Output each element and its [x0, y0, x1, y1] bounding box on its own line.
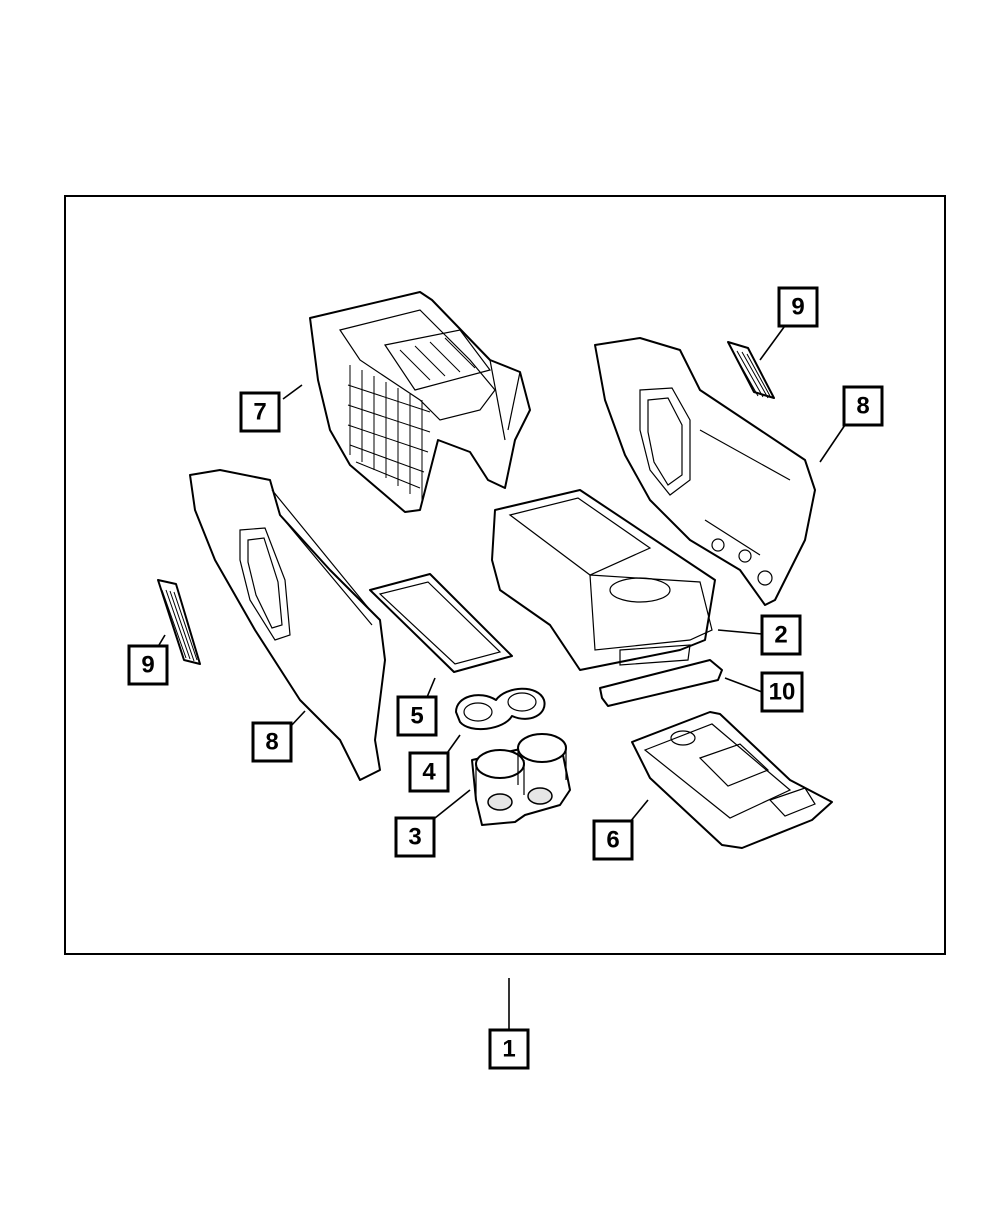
leader-6: [629, 799, 649, 823]
part-6-lower-tray: [631, 711, 833, 849]
leader-2: [717, 629, 763, 635]
part-5-tray: [369, 573, 513, 673]
callout-7: 7: [239, 391, 281, 433]
leader-8a: [819, 421, 848, 463]
svg-text:9: 9: [791, 294, 804, 321]
svg-text:2: 2: [774, 622, 787, 649]
part-2-storage-bin: [491, 489, 716, 671]
part-9-left-grille: [157, 579, 201, 665]
part-10-trim-strip: [599, 659, 723, 707]
part-8-left-side-panel: [189, 469, 386, 781]
leader-9a: [759, 322, 788, 361]
part-8-right-side-panel: [594, 337, 816, 606]
svg-text:1: 1: [502, 1036, 515, 1063]
callout-10: 10: [760, 671, 804, 713]
svg-text:9: 9: [141, 652, 154, 679]
callout-2: 2: [760, 614, 802, 656]
svg-text:6: 6: [606, 827, 619, 854]
svg-text:7: 7: [253, 399, 266, 426]
svg-text:4: 4: [422, 759, 436, 786]
callout-3: 3: [394, 816, 436, 858]
callout-4: 4: [408, 751, 450, 793]
svg-text:5: 5: [410, 703, 423, 730]
leader-10: [724, 677, 763, 693]
callout-9-left: 9: [127, 644, 169, 686]
callout-8-right: 8: [842, 385, 884, 427]
leader-3: [429, 789, 471, 823]
callout-9-right: 9: [777, 286, 819, 328]
part-7-console-frame: [309, 291, 531, 513]
part-9-right-grille: [727, 341, 775, 399]
svg-text:10: 10: [769, 679, 796, 706]
svg-text:3: 3: [408, 824, 421, 851]
callout-6: 6: [592, 819, 634, 861]
leader-7: [282, 384, 303, 400]
svg-text:8: 8: [856, 393, 869, 420]
part-3-cupholder-insert: [471, 733, 571, 826]
part-4-cupholder-ring: [455, 687, 546, 731]
callout-1: 1: [488, 1028, 530, 1070]
callout-8-left: 8: [251, 721, 293, 763]
svg-text:8: 8: [265, 729, 278, 756]
callout-5: 5: [396, 695, 438, 737]
diagram-frame: [64, 195, 946, 955]
